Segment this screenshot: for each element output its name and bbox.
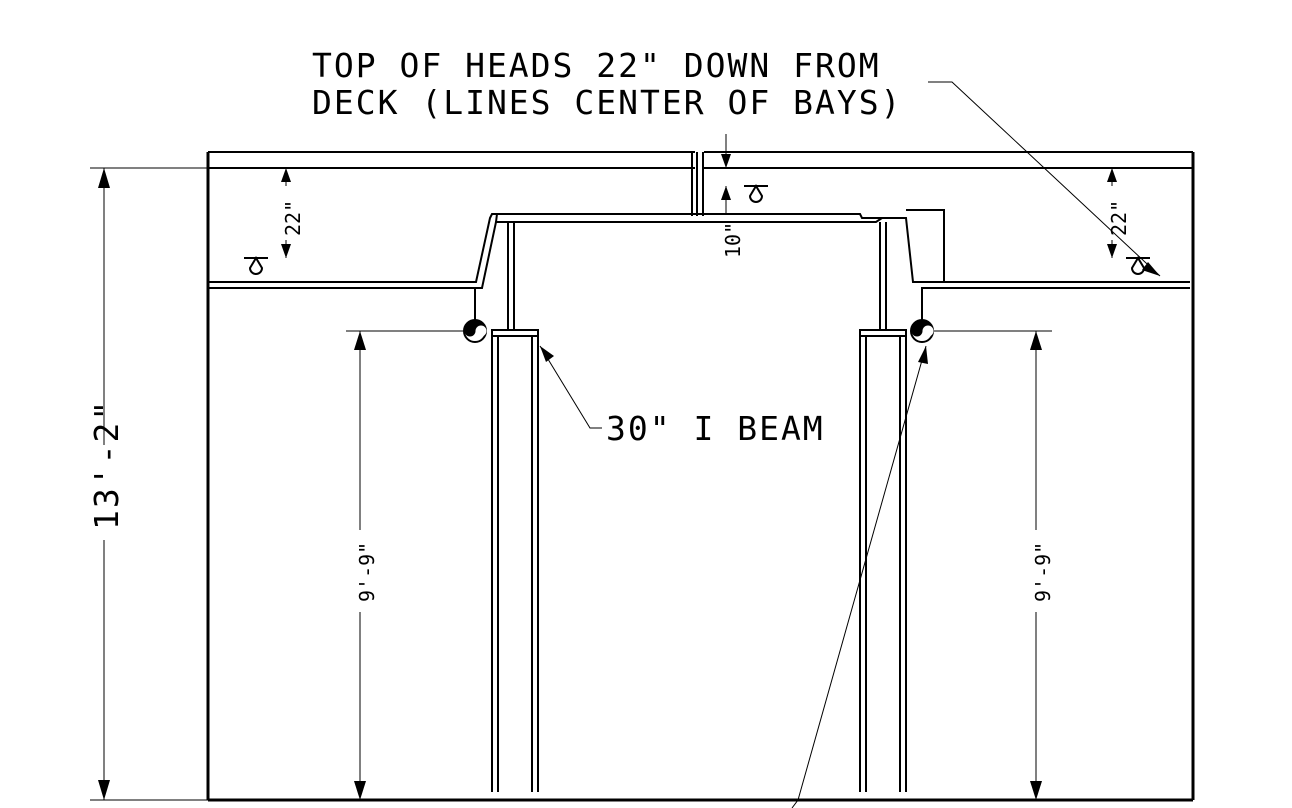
right-head-drop-dimension	[1107, 168, 1117, 258]
pipe-leader	[791, 345, 927, 808]
pipe-section-icon	[910, 288, 934, 343]
sprinkler-head-icon	[244, 256, 268, 275]
overall-height-dimension	[90, 167, 208, 801]
sprinkler-head-icon	[1126, 256, 1150, 275]
left-clear-height-dimension	[346, 330, 464, 800]
center-head-drop-dimension	[721, 134, 731, 214]
left-head-drop-dimension	[281, 168, 291, 258]
beam-leader-arrow	[540, 346, 554, 362]
pipe-section-icon	[463, 288, 487, 343]
note-leader	[928, 81, 1161, 277]
sprinkler-head-icon	[744, 184, 768, 203]
i-beam-left	[491, 222, 539, 792]
overall-height-label: 13'-2"	[87, 399, 126, 530]
left-head-drop-label: 22"	[281, 200, 305, 236]
right-head-drop-label: 22"	[1107, 200, 1131, 236]
note-leader-arrow	[1142, 262, 1160, 276]
left-clear-height-label: 9'-9"	[355, 542, 379, 602]
beam-label: 30" I BEAM	[606, 409, 825, 448]
right-clear-height-dimension	[934, 330, 1052, 800]
center-head-drop-label: 10"	[721, 222, 745, 258]
note-line-1: TOP OF HEADS 22" DOWN FROM	[312, 46, 881, 85]
note-line-2: DECK (LINES CENTER OF BAYS)	[312, 83, 902, 122]
pipe-leader-arrow	[918, 346, 928, 364]
roof-deck	[208, 151, 1193, 216]
ceiling-profile	[208, 209, 1190, 289]
building-outline	[206, 152, 1195, 802]
right-clear-height-label: 9'-9"	[1031, 542, 1055, 602]
beam-leader	[539, 345, 602, 429]
i-beam-right	[859, 222, 907, 792]
